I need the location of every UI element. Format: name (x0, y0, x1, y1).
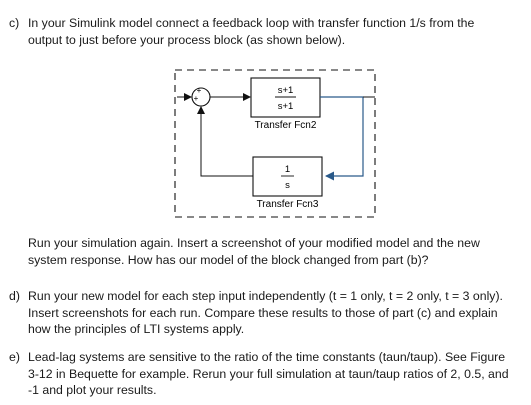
transfer-fcn2-numerator: s+1 (278, 85, 294, 96)
transfer-fcn2-block[interactable]: s+1 s+1 (250, 77, 321, 118)
feedback-forward-line (320, 96, 364, 181)
question-e-line-3: -1 and plot your results. (28, 383, 157, 398)
simulink-diagram: + + s+1 s+1 Transfer Fcn2 1 s Transfer F… (174, 69, 376, 218)
question-c-line-2: output to just before your process block… (28, 32, 346, 47)
question-c-followup: Run your simulation again. Insert a scre… (28, 235, 524, 268)
question-c-line-1: In your Simulink model connect a feedbac… (28, 16, 475, 30)
question-d-line-1: Run your new model for each step input i… (28, 289, 503, 303)
question-e-marker: e) (9, 350, 20, 364)
question-d-line-2: Insert screenshots for each run. Compare… (28, 305, 498, 320)
question-c-marker: c) (9, 16, 20, 30)
transfer-fcn3-label: Transfer Fcn3 (257, 199, 319, 210)
sum-sign-top: + (197, 86, 202, 95)
question-c-followup-line-2: system response. How has our model of th… (28, 252, 429, 267)
question-e-line-1: Lead-lag systems are sensitive to the ra… (28, 350, 506, 364)
question-c-followup-line-1: Run your simulation again. Insert a scre… (28, 236, 480, 250)
question-e-text: Lead-lag systems are sensitive to the ra… (28, 349, 524, 399)
transfer-fcn3-denominator: s (285, 180, 290, 191)
transfer-fcn2-denominator: s+1 (278, 101, 294, 112)
question-d-line-3: how the principles of LTI systems apply. (28, 322, 245, 337)
dashed-enclosure (174, 69, 376, 218)
feedback-return-line (197, 106, 253, 177)
question-c-text: In your Simulink model connect a feedbac… (28, 15, 524, 48)
transfer-fcn2-label: Transfer Fcn2 (255, 120, 317, 131)
question-d-text: Run your new model for each step input i… (28, 288, 524, 338)
sum-block[interactable]: + + (191, 86, 211, 107)
question-d-marker: d) (9, 289, 20, 303)
transfer-fcn3-numerator: 1 (285, 164, 290, 175)
transfer-fcn3-block[interactable]: 1 s (252, 156, 323, 197)
sum-sign-left: + (194, 94, 199, 103)
question-e-line-2: 3-12 in Bequette for example. Rerun your… (28, 366, 509, 381)
